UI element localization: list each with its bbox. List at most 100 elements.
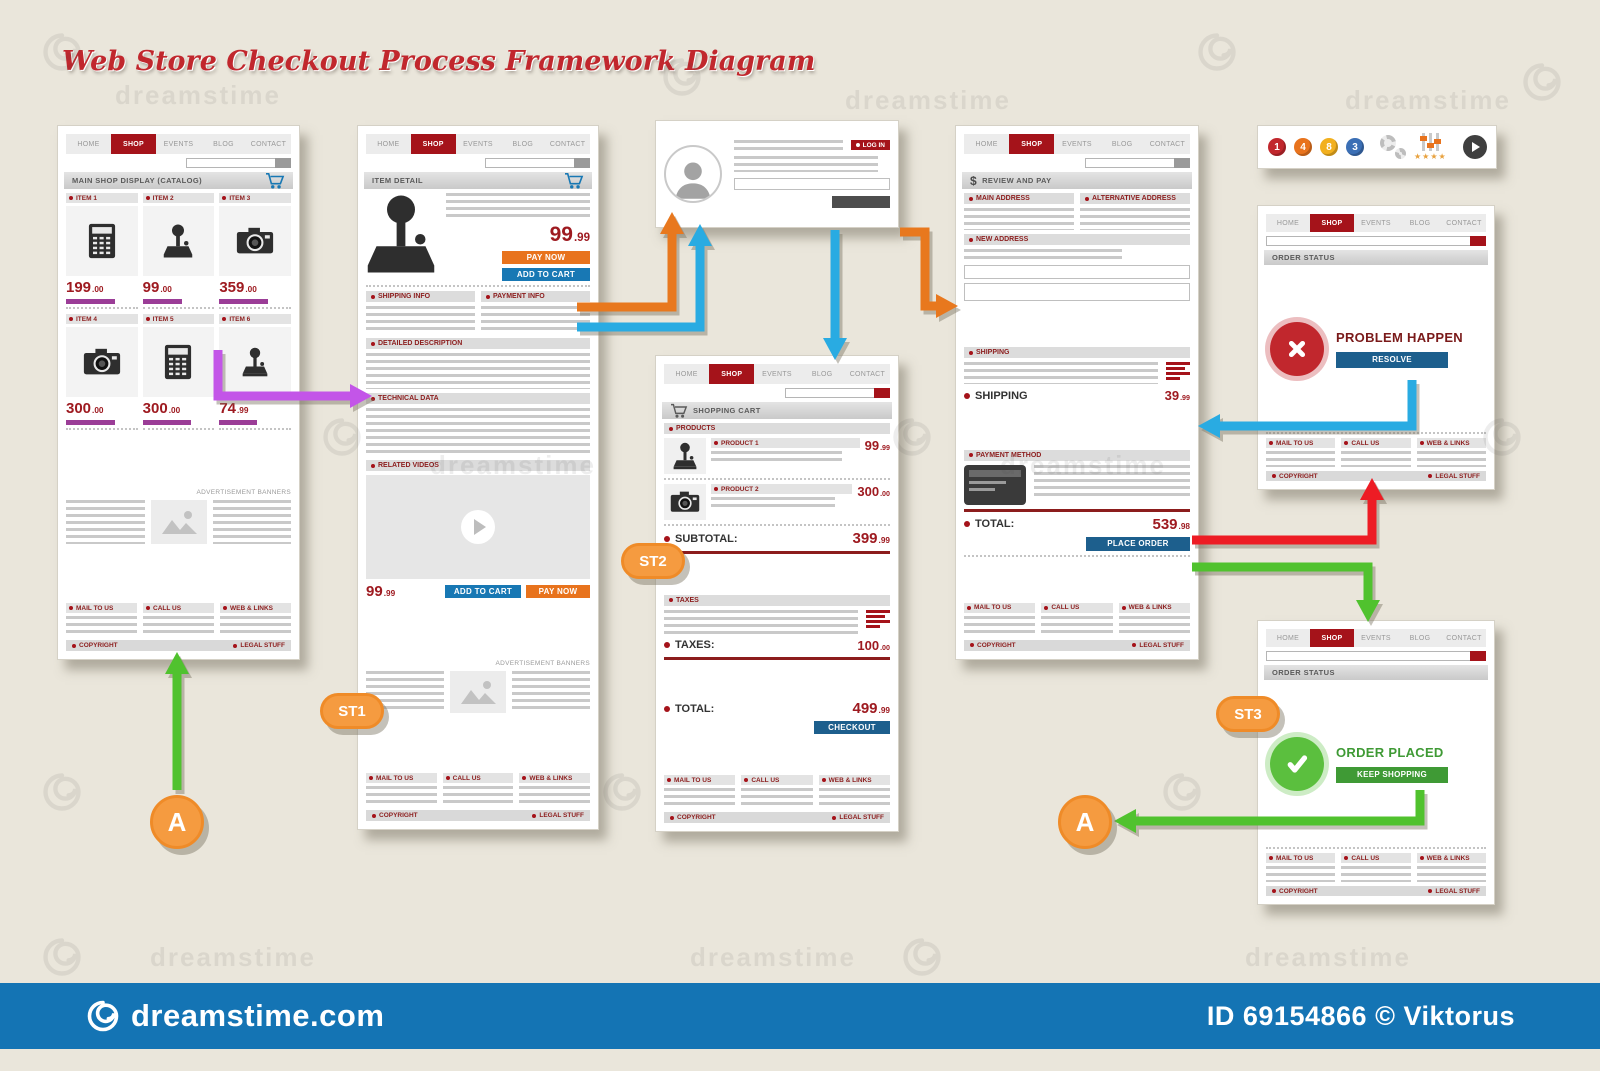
nav-shop[interactable]: SHOP [410, 134, 456, 154]
footer-web[interactable]: WEB & LINKS [1118, 602, 1190, 613]
nav-contact[interactable]: CONTACT [250, 140, 287, 148]
nav-contact[interactable]: CONTACT [849, 370, 886, 378]
footer-web-label: WEB & LINKS [1426, 439, 1470, 447]
resolve-button[interactable]: RESOLVE [1336, 351, 1448, 368]
nav-home[interactable]: HOME [1276, 219, 1300, 227]
add-to-cart-button[interactable]: ADD TO CART [445, 585, 521, 598]
nav-shop[interactable]: SHOP [1310, 629, 1354, 647]
nav-blog[interactable]: BLOG [1111, 140, 1133, 148]
text-placeholder [734, 140, 843, 150]
text-placeholder [1416, 451, 1486, 467]
catalog-item-5[interactable]: ITEM 5 300.00 [142, 314, 215, 430]
error-icon [1270, 321, 1324, 376]
shipping-list-icon [1166, 362, 1190, 381]
search-input[interactable] [1085, 158, 1190, 168]
price-value: 399 [852, 530, 878, 547]
footer-call[interactable]: CALL US [442, 773, 514, 783]
nav-blog[interactable]: BLOG [213, 140, 234, 148]
footer-mail[interactable]: MAIL TO US [1266, 438, 1336, 448]
nav-blog[interactable]: BLOG [1409, 219, 1431, 227]
catalog-page: HOME SHOP EVENTS BLOG CONTACT MAIN SHOP … [57, 125, 300, 660]
footer-call[interactable]: CALL US [1041, 602, 1113, 613]
search-input[interactable] [785, 388, 890, 398]
nav-home[interactable]: HOME [975, 140, 998, 148]
catalog-item-1[interactable]: ITEM 1 199.00 [66, 193, 138, 309]
footer-call[interactable]: CALL US [741, 775, 813, 786]
item-header: ITEM 3 [219, 193, 291, 203]
nav-home[interactable]: HOME [77, 140, 100, 148]
footer-call[interactable]: CALL US [1341, 853, 1411, 863]
nav-blog[interactable]: BLOG [1409, 634, 1431, 642]
login-button[interactable] [832, 196, 890, 208]
nav-events[interactable]: EVENTS [163, 140, 194, 148]
play-button[interactable] [1462, 135, 1487, 159]
price-value: 199 [66, 279, 92, 296]
cart-product-1[interactable]: PRODUCT 1 99.99 [664, 438, 890, 474]
copyright-bar: COPYRIGHT LEGAL STUFF [964, 639, 1190, 651]
nav-home[interactable]: HOME [377, 140, 400, 148]
text-placeholder [66, 500, 145, 544]
footer-web[interactable]: WEB & LINKS [519, 773, 591, 783]
footer-mail[interactable]: MAIL TO US [366, 773, 437, 783]
footer-web[interactable]: WEB & LINKS [220, 603, 291, 613]
catalog-item-3[interactable]: ITEM 3 359.00 [219, 193, 291, 309]
search-input[interactable] [1266, 651, 1486, 661]
cart-icon[interactable] [564, 172, 584, 190]
footer-mail[interactable]: MAIL TO US [1266, 853, 1336, 863]
footer-web[interactable]: WEB & LINKS [818, 775, 890, 786]
catalog-item-2[interactable]: ITEM 2 99.00 [142, 193, 215, 309]
search-input[interactable] [1266, 236, 1486, 246]
search-input[interactable] [485, 158, 590, 168]
person-icon [675, 162, 711, 199]
address-input[interactable] [964, 265, 1190, 279]
nav-events[interactable]: EVENTS [1062, 140, 1092, 148]
nav-contact[interactable]: CONTACT [549, 140, 586, 148]
footer-call[interactable]: CALL US [1341, 438, 1411, 448]
nav-contact[interactable]: CONTACT [1446, 634, 1482, 642]
nav-home[interactable]: HOME [675, 370, 698, 378]
add-to-cart-button[interactable]: ADD TO CART [502, 268, 590, 281]
place-order-button[interactable]: PLACE ORDER [1086, 536, 1190, 551]
nav-events[interactable]: EVENTS [463, 140, 493, 148]
footer-mail-label: MAIL TO US [76, 604, 114, 612]
cart-icon [670, 403, 687, 418]
footer-mail[interactable]: MAIL TO US [664, 775, 736, 786]
shipping-label: SHIPPING [964, 390, 1028, 402]
nav-contact[interactable]: CONTACT [1446, 219, 1482, 227]
footer-call[interactable]: CALL US [143, 603, 214, 613]
pay-now-button[interactable]: PAY NOW [502, 251, 590, 264]
footer-web[interactable]: WEB & LINKS [1416, 438, 1486, 448]
nav-blog[interactable]: BLOG [512, 140, 534, 148]
joystick-icon [164, 224, 193, 258]
item-price: 99.00 [143, 279, 215, 296]
footer-mail[interactable]: MAIL TO US [964, 602, 1036, 613]
address-input[interactable] [964, 283, 1190, 301]
cart-product-2[interactable]: PRODUCT 2 300.00 [664, 484, 890, 520]
catalog-item-4[interactable]: ITEM 4 300.00 [66, 314, 138, 430]
catalog-item-6[interactable]: ITEM 6 74.99 [219, 314, 291, 430]
nav-home[interactable]: HOME [1276, 634, 1300, 642]
nav-shop[interactable]: SHOP [1009, 134, 1055, 154]
footer-mail[interactable]: MAIL TO US [66, 603, 137, 613]
nav-events[interactable]: EVENTS [762, 370, 792, 378]
login-input[interactable] [734, 178, 890, 190]
footer-links: MAIL TO US CALL US WEB & LINKS [366, 773, 591, 806]
sliders-widget[interactable]: ★★★★ [1414, 133, 1447, 161]
nav-contact[interactable]: CONTACT [1149, 140, 1186, 148]
checkout-button[interactable]: CHECKOUT [814, 721, 890, 735]
gears-icon[interactable] [1380, 135, 1406, 159]
cart-icon[interactable] [265, 172, 285, 190]
nav-shop[interactable]: SHOP [709, 364, 755, 384]
nav-events[interactable]: EVENTS [1361, 219, 1391, 227]
footer-web[interactable]: WEB & LINKS [1416, 853, 1486, 863]
copyright-label: COPYRIGHT [970, 642, 1016, 649]
item-image [66, 206, 138, 276]
nav-blog[interactable]: BLOG [811, 370, 833, 378]
pay-now-button[interactable]: PAY NOW [526, 585, 590, 598]
search-input[interactable] [186, 158, 291, 168]
nav-shop[interactable]: SHOP [1310, 214, 1354, 232]
nav-shop[interactable]: SHOP [111, 134, 156, 154]
keep-shopping-button[interactable]: KEEP SHOPPING [1336, 766, 1448, 783]
nav-events[interactable]: EVENTS [1361, 634, 1391, 642]
play-button[interactable] [461, 510, 495, 544]
